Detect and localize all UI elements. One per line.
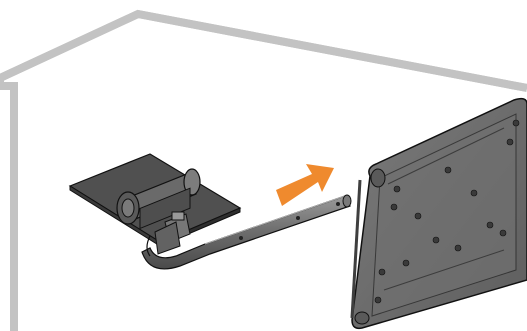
panel-frame-top <box>0 9 527 92</box>
hinge-cylinder <box>116 168 201 230</box>
monitor-back-icon <box>350 97 527 330</box>
panel-frame-left <box>0 82 18 331</box>
hinge-arm-icon <box>141 194 352 270</box>
direction-arrow-icon <box>276 164 334 206</box>
bracket-clip <box>154 211 191 255</box>
